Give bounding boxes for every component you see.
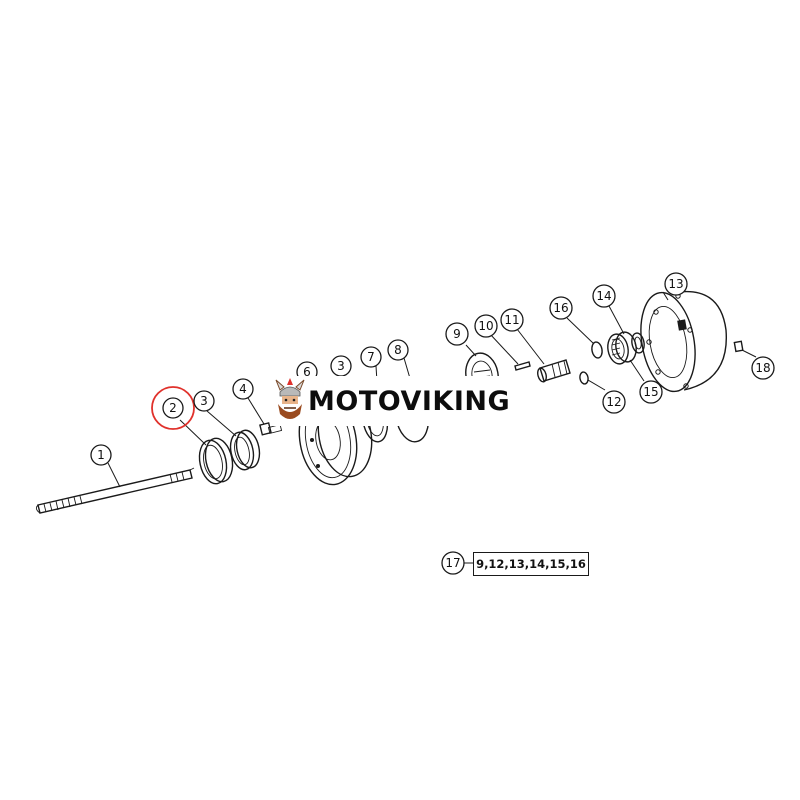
callout-17: 17 xyxy=(441,551,465,575)
svg-text:17: 17 xyxy=(445,556,460,570)
part-bolt xyxy=(259,422,283,436)
watermark-banner: MOTOVIKING xyxy=(270,376,536,426)
callout-8: 8 xyxy=(387,339,409,361)
svg-text:15: 15 xyxy=(643,385,658,399)
callout-12: 12 xyxy=(602,390,626,414)
callout-13: 13 xyxy=(664,272,688,296)
viking-logo-icon xyxy=(275,378,305,419)
callout-18: 18 xyxy=(751,356,775,380)
callout-9: 9 xyxy=(445,322,469,346)
part-housing xyxy=(640,290,727,393)
callout-10: 10 xyxy=(474,314,498,338)
svg-text:2: 2 xyxy=(169,401,177,415)
svg-text:3: 3 xyxy=(337,359,345,373)
callout-15: 15 xyxy=(639,380,663,404)
svg-text:7: 7 xyxy=(367,350,375,364)
callout-3a: 3 xyxy=(193,390,215,412)
svg-text:12: 12 xyxy=(606,395,621,409)
svg-text:10: 10 xyxy=(478,319,493,333)
svg-text:4: 4 xyxy=(239,382,247,396)
svg-text:6: 6 xyxy=(303,365,311,379)
svg-text:9: 9 xyxy=(453,327,461,341)
callout-14: 14 xyxy=(592,284,616,308)
part-washer xyxy=(579,371,589,385)
svg-text:3: 3 xyxy=(200,394,208,408)
svg-text:11: 11 xyxy=(504,313,519,327)
callout-7: 7 xyxy=(360,346,382,368)
callout-11: 11 xyxy=(500,308,524,332)
callout-16: 16 xyxy=(549,296,573,320)
callout-4: 4 xyxy=(232,378,254,400)
svg-text:1: 1 xyxy=(97,448,105,462)
callout-3b: 3 xyxy=(330,355,352,377)
svg-text:8: 8 xyxy=(394,343,402,357)
svg-text:16: 16 xyxy=(553,301,568,315)
kit-contents-box: 9,12,13,14,15,16 xyxy=(473,552,589,576)
watermark-text: MOTOVIKING xyxy=(308,385,511,417)
callouts: 1 2 3 4 6 3 7 8 9 10 11 16 14 13 12 15 1… xyxy=(90,272,775,575)
callout-2: 2 xyxy=(151,386,195,430)
svg-text:14: 14 xyxy=(596,289,611,303)
kit-contents-text: 9,12,13,14,15,16 xyxy=(476,557,586,571)
part-bearing-ring xyxy=(229,429,261,471)
leader-lines xyxy=(107,291,757,564)
part-snap-ring xyxy=(591,341,603,359)
part-splined-shaft xyxy=(537,359,571,383)
svg-text:13: 13 xyxy=(668,277,683,291)
part-axle-shaft xyxy=(35,467,195,514)
part-small-bolt xyxy=(733,340,744,353)
part-pin xyxy=(514,361,531,371)
svg-text:18: 18 xyxy=(755,361,770,375)
part-seal xyxy=(631,332,645,354)
highlight-ring xyxy=(151,386,195,430)
callout-1: 1 xyxy=(90,444,112,466)
